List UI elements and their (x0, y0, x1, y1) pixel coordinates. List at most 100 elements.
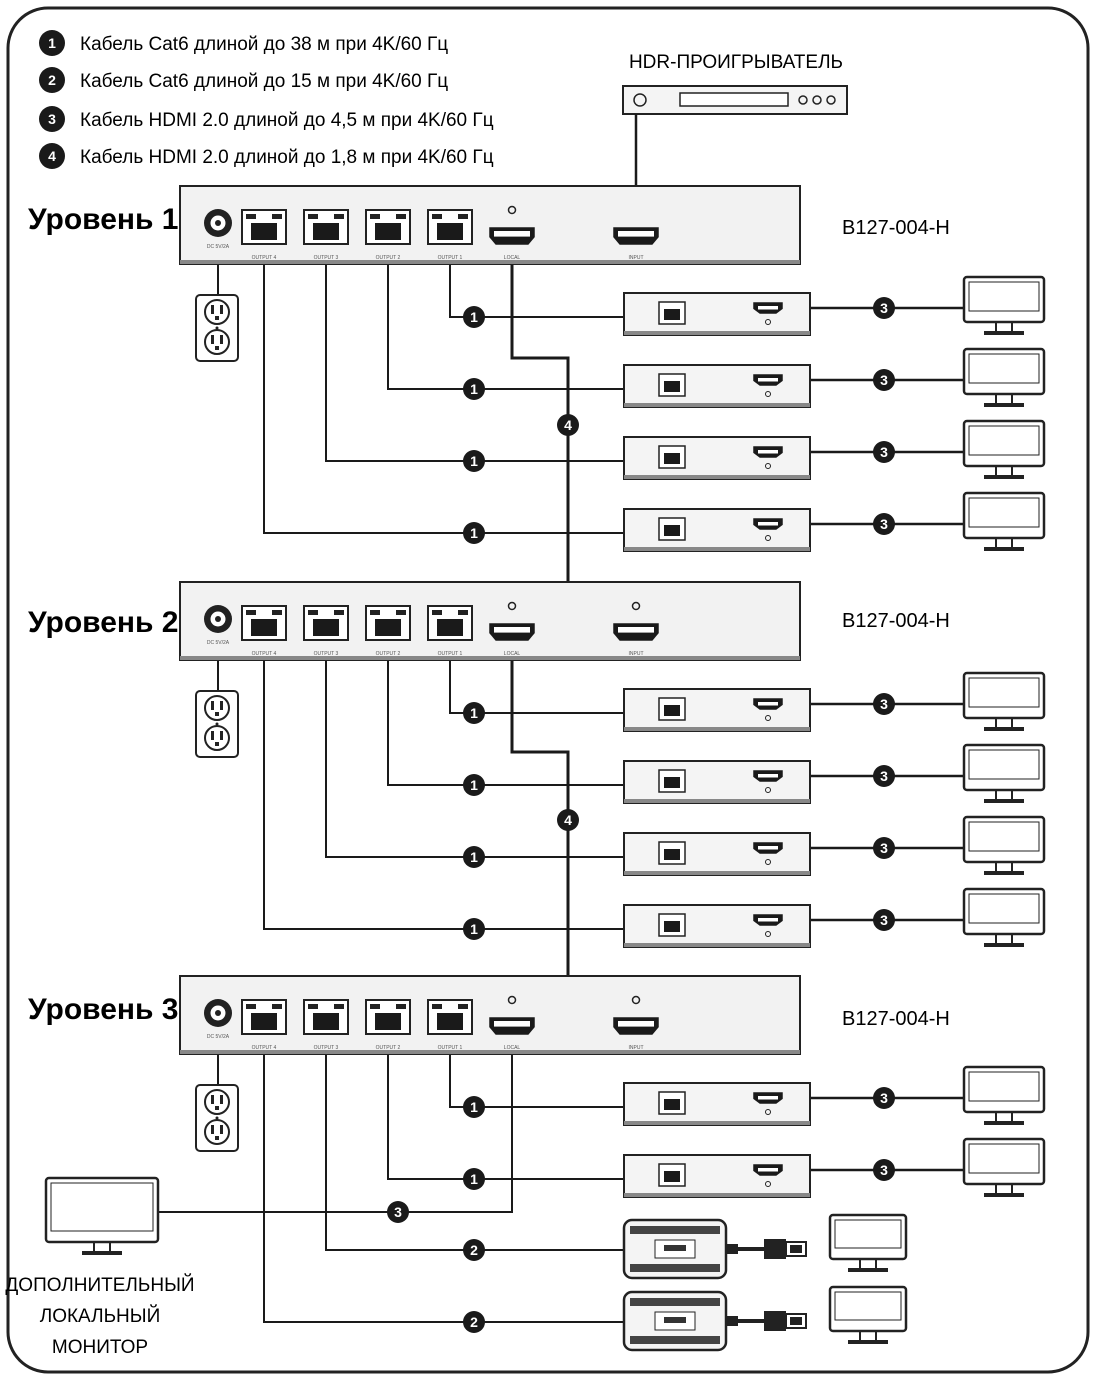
level-1-label: Уровень 1 (28, 203, 178, 236)
svg-text:3: 3 (880, 1162, 888, 1178)
level-3-label: Уровень 3 (28, 993, 178, 1026)
badge-extender-2: 2 (463, 1311, 485, 1333)
receiver-level-3-2 (623, 1154, 811, 1198)
svg-text:3: 3 (880, 372, 888, 388)
power-port-label: DC 5V/2A (207, 244, 230, 250)
svg-text:1: 1 (470, 921, 478, 937)
svg-text:1: 1 (470, 1171, 478, 1187)
receiver-level-2-4 (623, 904, 811, 948)
rj45-output-4-level-1 (241, 209, 287, 245)
badge-hdmi-level-1-3: 3 (873, 441, 895, 463)
svg-text:3: 3 (880, 1090, 888, 1106)
svg-text:4: 4 (564, 812, 572, 828)
power-connector-level-1 (204, 209, 232, 237)
badge-cat6-level-1-1: 1 (463, 306, 485, 328)
badge-extender-1: 2 (463, 1239, 485, 1261)
output-port-label: OUTPUT 3 (314, 1045, 339, 1051)
svg-text:1: 1 (470, 309, 478, 325)
badge-hdmi-level-2-2: 3 (873, 765, 895, 787)
hdmi-local-level-2 (489, 623, 535, 641)
hdmi-input-level-2 (613, 623, 659, 641)
output-port-label: OUTPUT 4 (252, 255, 277, 261)
monitor-level-1-1 (962, 275, 1046, 335)
hdmi-local-level-1 (489, 227, 535, 245)
receiver-level-2-2-hdmi-out (753, 770, 783, 782)
legend-text-1: Кабель Cat6 длиной до 38 м при 4K/60 Гц (80, 34, 448, 55)
monitor-level-2-3 (962, 815, 1046, 875)
legend-item-4: 4 Кабель HDMI 2.0 длиной до 1,8 м при 4K… (39, 143, 494, 169)
cat6-cable-level-2-2 (387, 660, 672, 786)
svg-text:3: 3 (880, 696, 888, 712)
output-port-label: OUTPUT 2 (376, 651, 401, 657)
rj45-output-2-level-2 (365, 605, 411, 641)
receiver-level-3-2-hdmi-out (753, 1164, 783, 1176)
rj45-output-3-level-3 (303, 999, 349, 1035)
rj45-output-4-level-3 (241, 999, 287, 1035)
svg-text:3: 3 (394, 1204, 402, 1220)
svg-text:4: 4 (564, 417, 572, 433)
local-monitor-label-line-1: ДОПОЛНИТЕЛЬНЫЙ (5, 1274, 194, 1296)
monitor-level-2-1 (962, 671, 1046, 731)
svg-text:2: 2 (470, 1242, 478, 1258)
badge-hdmi-level-1-4: 3 (873, 513, 895, 535)
svg-text:3: 3 (880, 300, 888, 316)
power-outlet-level-1 (195, 294, 239, 362)
output-port-label: OUTPUT 3 (314, 651, 339, 657)
cat6-extender-1 (622, 1218, 807, 1280)
svg-text:1: 1 (470, 849, 478, 865)
badge-cat6-level-2-4: 1 (463, 918, 485, 940)
cat6-cable-level-3-2 (387, 1054, 672, 1180)
badge-hdmi-level-2-3: 3 (873, 837, 895, 859)
monitor-extender-2 (828, 1285, 908, 1344)
monitor-level-1-4 (962, 491, 1046, 551)
output-port-label: OUTPUT 2 (376, 255, 401, 261)
svg-text:1: 1 (470, 453, 478, 469)
power-connector-level-2 (204, 605, 232, 633)
rj45-output-3-level-1 (303, 209, 349, 245)
svg-text:1: 1 (470, 525, 478, 541)
receiver-level-2-4-hdmi-out (753, 914, 783, 926)
badge-cat6-level-1-4: 1 (463, 522, 485, 544)
badge-local-monitor: 3 (387, 1201, 409, 1223)
local-monitor-hdmi-cable (158, 1054, 513, 1213)
labels: Уровень 1 B127-004-H Уровень 2 B127-004-… (5, 203, 949, 1358)
svg-text:3: 3 (880, 768, 888, 784)
legend-item-2: 2 Кабель Cat6 длиной до 15 м при 4K/60 Г… (39, 67, 448, 93)
svg-text:1: 1 (470, 777, 478, 793)
monitor-extender-1 (828, 1213, 908, 1272)
receiver-level-2-3 (623, 832, 811, 876)
receiver-level-1-4-hdmi-out (753, 518, 783, 530)
receiver-level-1-4 (623, 508, 811, 552)
badge-cat6-level-2-3: 1 (463, 846, 485, 868)
monitor-level-1-2 (962, 347, 1046, 407)
output-port-label: OUTPUT 3 (314, 255, 339, 261)
receiver-level-2-1 (623, 688, 811, 732)
cat6-cable-level-2-4 (263, 660, 672, 930)
output-port-label: OUTPUT 1 (438, 651, 463, 657)
rj45-output-4-level-2 (241, 605, 287, 641)
receiver-level-2-1-hdmi-out (753, 698, 783, 710)
receiver-level-1-2-hdmi-out (753, 374, 783, 386)
local-port-label: LOCAL (504, 651, 521, 657)
cat6-extender-2 (622, 1290, 807, 1352)
input-port-label: INPUT (629, 255, 644, 261)
legend-text-3: Кабель HDMI 2.0 длиной до 4,5 м при 4K/6… (80, 110, 494, 131)
badge-hdmi-level-1-1: 3 (873, 297, 895, 319)
power-port-label: DC 5V/2A (207, 1034, 230, 1040)
cat6-cable-level-2-3 (325, 660, 672, 858)
badge-hdmi-level-1-2: 3 (873, 369, 895, 391)
output-port-label: OUTPUT 1 (438, 1045, 463, 1051)
receiver-level-1-3-hdmi-out (753, 446, 783, 458)
svg-text:1: 1 (470, 1099, 478, 1115)
receiver-level-1-2 (623, 364, 811, 408)
legend-item-1: 1 Кабель Cat6 длиной до 38 м при 4K/60 Г… (39, 30, 448, 56)
cat6-cable-level-2-1 (449, 660, 672, 714)
badge-cat6-level-1-2: 1 (463, 378, 485, 400)
power-port-label: DC 5V/2A (207, 640, 230, 646)
svg-text:4: 4 (48, 148, 56, 164)
badge-hdmi-level-3-2: 3 (873, 1159, 895, 1181)
